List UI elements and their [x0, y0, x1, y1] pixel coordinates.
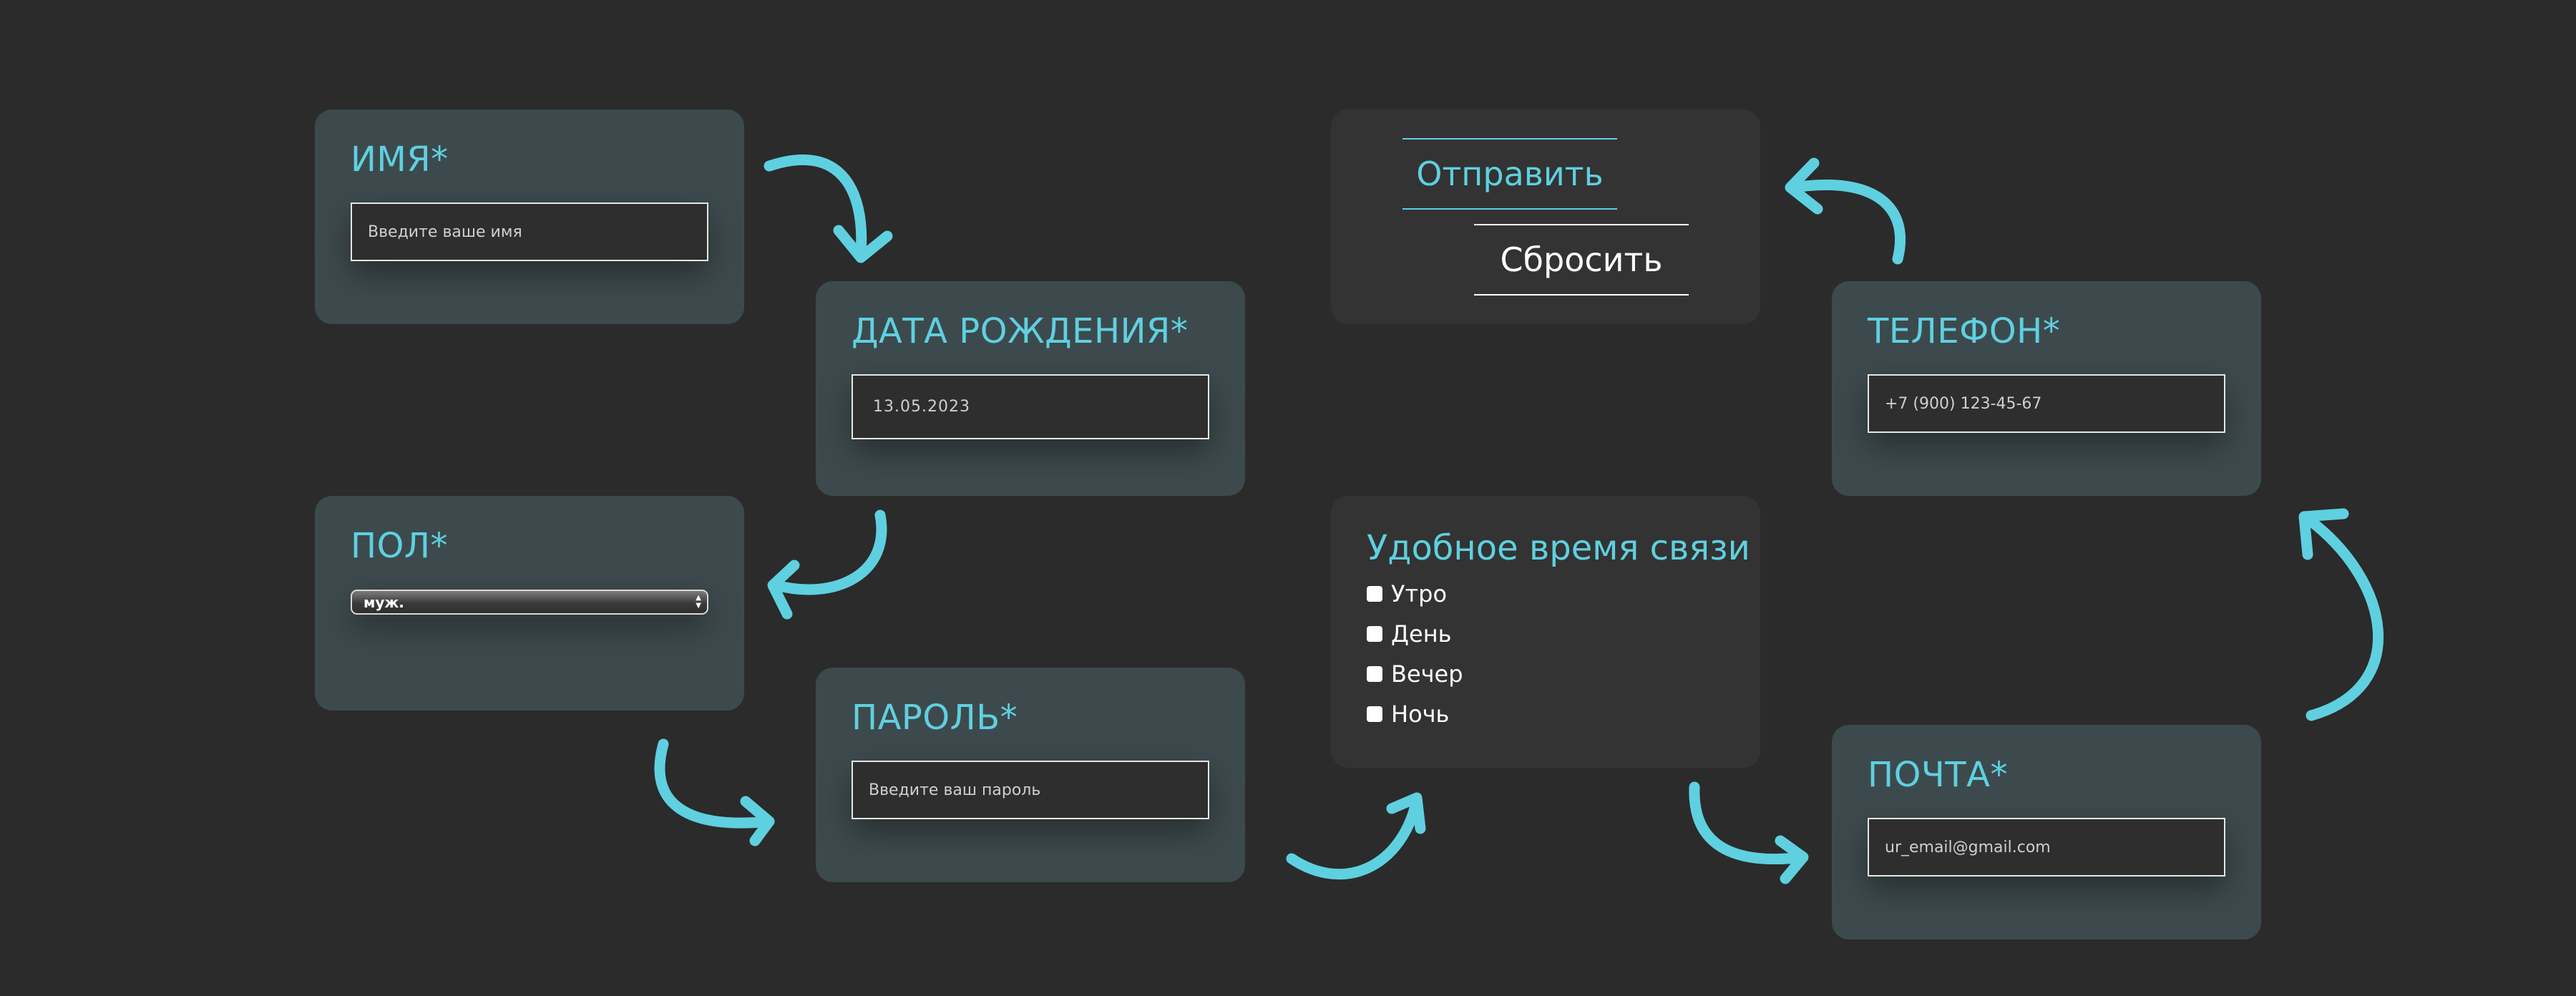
gender-label: ПОЛ*: [351, 526, 448, 566]
birthdate-label: ДАТА РОЖДЕНИЯ*: [852, 311, 1189, 351]
password-label: ПАРОЛЬ*: [852, 698, 1018, 738]
birthdate-card: ДАТА РОЖДЕНИЯ* 13.05.2023: [816, 281, 1245, 496]
evening-checkbox[interactable]: [1367, 666, 1382, 682]
name-input[interactable]: Введите ваше имя: [351, 202, 708, 261]
reset-button[interactable]: Сбросить: [1474, 224, 1689, 296]
arrow-email-to-phone-icon: [2298, 508, 2384, 721]
day-checkbox[interactable]: [1367, 626, 1382, 642]
evening-label: Вечер: [1391, 660, 1463, 688]
contact-option-morning[interactable]: Утро: [1367, 580, 1447, 607]
gender-select-value: муж.: [364, 593, 404, 611]
select-chevron-icon: ▲ ▼: [696, 594, 701, 610]
morning-label: Утро: [1391, 580, 1448, 607]
phone-input[interactable]: +7 (900) 123-45-67: [1868, 374, 2225, 433]
gender-select[interactable]: муж. ▲ ▼: [351, 590, 708, 615]
contact-time-title: Удобное время связи: [1367, 528, 1750, 568]
actions-card: Отправить Сбросить: [1331, 109, 1760, 324]
name-label: ИМЯ*: [351, 140, 449, 180]
email-label: ПОЧТА*: [1868, 755, 2008, 795]
birthdate-input[interactable]: 13.05.2023: [852, 374, 1209, 439]
arrow-password-to-contact-icon: [1286, 792, 1426, 880]
phone-card: ТЕЛЕФОН* +7 (900) 123-45-67: [1832, 281, 2261, 496]
night-checkbox[interactable]: [1367, 706, 1382, 722]
gender-card: ПОЛ* муж. ▲ ▼: [315, 496, 744, 711]
contact-time-card: Удобное время связи Утро День Вечер Ночь: [1331, 496, 1760, 768]
arrow-contact-to-email-icon: [1689, 781, 1809, 884]
submit-button[interactable]: Отправить: [1402, 138, 1617, 210]
arrow-gender-to-password-icon: [654, 738, 775, 846]
phone-label: ТЕЛЕФОН*: [1868, 311, 2061, 351]
email-card: ПОЧТА* ur_email@gmail.com: [1832, 725, 2261, 939]
password-card: ПАРОЛЬ* Введите ваш пароль: [816, 668, 1245, 882]
arrow-phone-to-actions-icon: [1785, 157, 1906, 265]
contact-option-night[interactable]: Ночь: [1367, 700, 1449, 728]
day-label: День: [1391, 620, 1452, 648]
arrow-name-to-birthdate-icon: [763, 154, 893, 263]
morning-checkbox[interactable]: [1367, 586, 1382, 602]
password-input[interactable]: Введите ваш пароль: [852, 761, 1209, 819]
arrow-birthdate-to-gender-icon: [767, 509, 887, 620]
email-input[interactable]: ur_email@gmail.com: [1868, 818, 2225, 877]
night-label: Ночь: [1391, 700, 1450, 728]
name-card: ИМЯ* Введите ваше имя: [315, 109, 744, 324]
contact-option-day[interactable]: День: [1367, 620, 1451, 648]
contact-option-evening[interactable]: Вечер: [1367, 660, 1463, 688]
